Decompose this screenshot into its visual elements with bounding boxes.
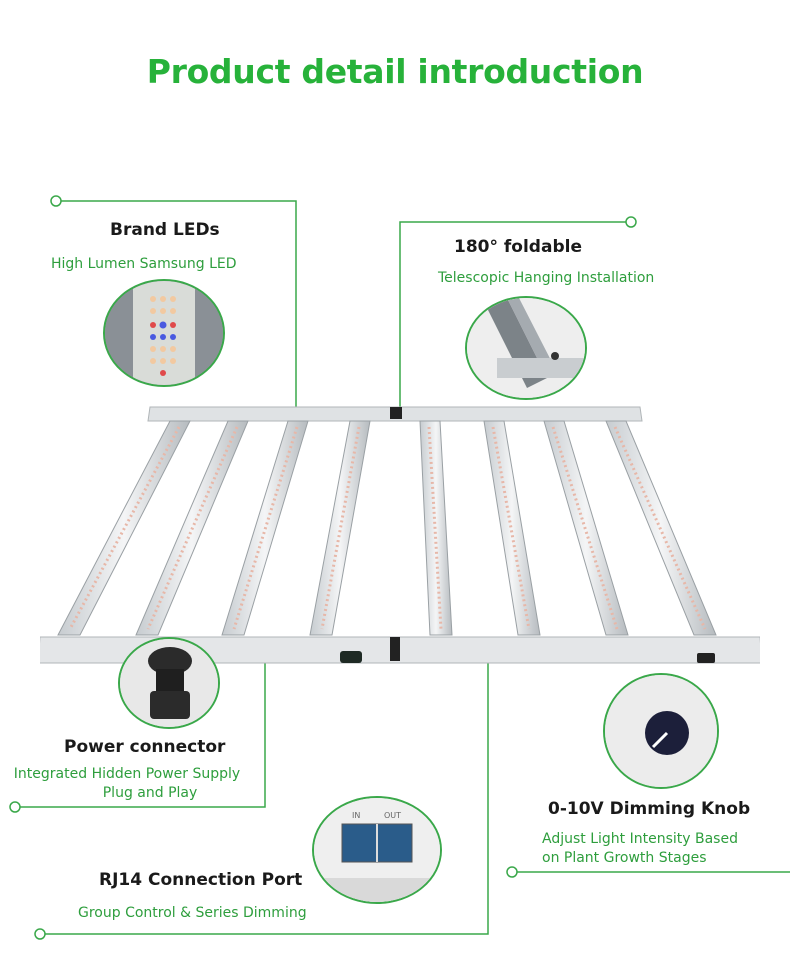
- rj14-dot: [34, 928, 46, 940]
- foldable-dot: [625, 216, 637, 228]
- rj14-in-label: IN: [352, 811, 360, 820]
- foldable-heading: 180° foldable: [454, 237, 582, 257]
- power-plug-art: [120, 639, 218, 727]
- knob-art: [605, 675, 717, 787]
- page-title: Product detail introduction: [146, 52, 644, 91]
- power-heading: Power connector: [64, 737, 226, 757]
- grow-light-fixture: [40, 406, 760, 664]
- rj14-port-art: IN OUT: [314, 798, 440, 902]
- power-dot: [9, 801, 21, 813]
- rj14-out-label: OUT: [384, 811, 401, 820]
- rj14-port-image: IN OUT: [312, 796, 442, 904]
- power-sub-1: Integrated Hidden Power Supply: [13, 766, 241, 782]
- power-sub-2: Plug and Play: [102, 785, 198, 801]
- dimming-sub-1: Adjust Light Intensity Based: [542, 831, 738, 847]
- dimming-knob-image: [603, 673, 719, 789]
- hinge-art: [467, 298, 585, 398]
- led-closeup-image: [103, 279, 225, 387]
- brand-leds-sub: High Lumen Samsung LED: [51, 256, 237, 272]
- dimming-sub-2: on Plant Growth Stages: [542, 850, 707, 866]
- brand-leds-heading: Brand LEDs: [110, 220, 220, 240]
- brand-leds-dot: [50, 195, 62, 207]
- led-closeup-art: [105, 281, 223, 385]
- rj14-sub: Group Control & Series Dimming: [78, 905, 307, 921]
- foldable-sub: Telescopic Hanging Installation: [438, 270, 655, 286]
- dimming-dot: [506, 866, 518, 878]
- dimming-heading: 0-10V Dimming Knob: [548, 799, 751, 819]
- power-connector-image: [118, 637, 220, 729]
- foldable-closeup-image: [465, 296, 587, 400]
- rj14-heading: RJ14 Connection Port: [99, 870, 303, 890]
